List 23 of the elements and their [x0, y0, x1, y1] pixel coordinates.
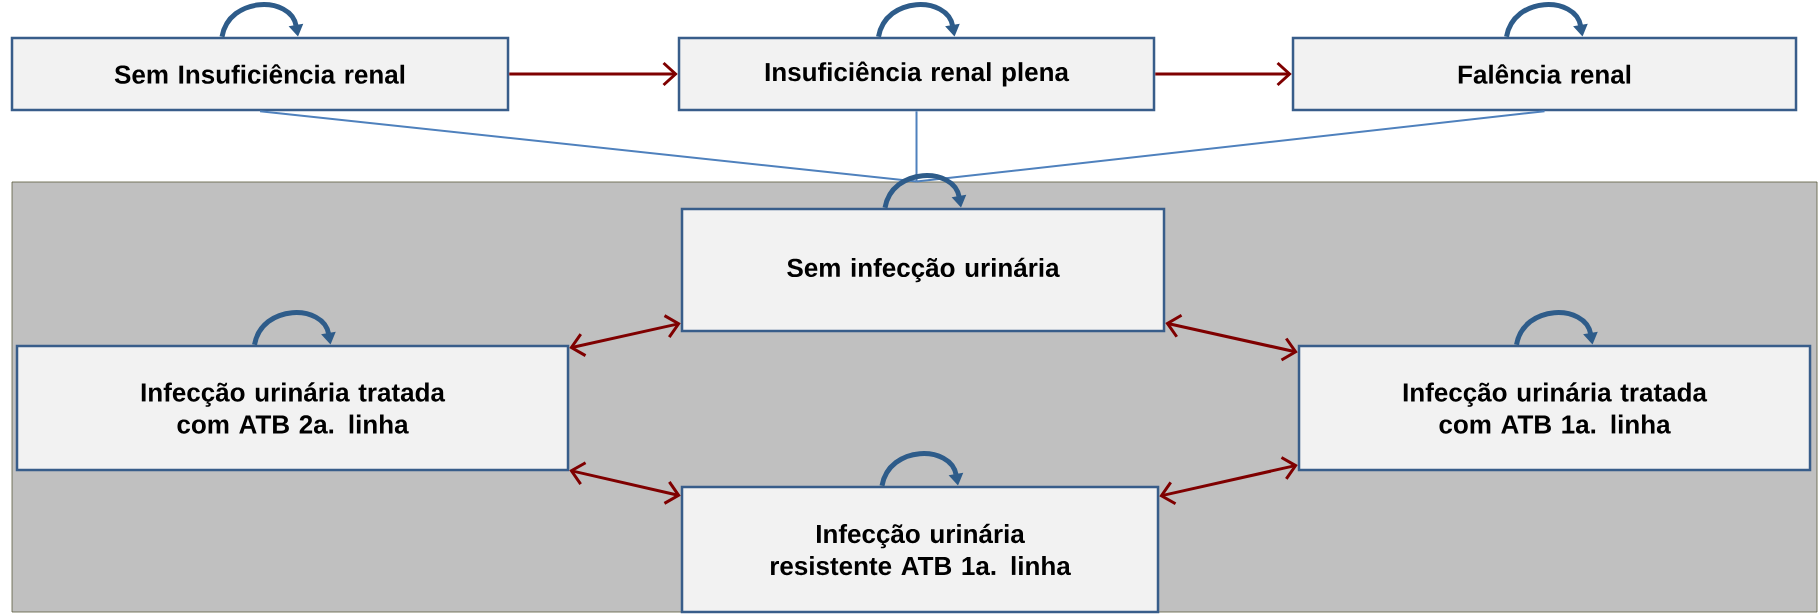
connector-line — [915, 110, 1546, 183]
arrow — [1159, 456, 1298, 506]
arrow — [509, 61, 678, 87]
connector-line — [915, 110, 918, 183]
loop-arrow — [1514, 310, 1598, 346]
process-box: Infecção urinária tratada com ATB 2a. linha — [15, 344, 570, 472]
loop-arrow — [879, 451, 964, 487]
arrow — [1165, 314, 1298, 362]
process-box: Infecção urinária resistente ATB 1a. linha — [680, 485, 1160, 614]
process-box: Insuficiência renal plena — [677, 36, 1156, 112]
arrow — [569, 461, 681, 505]
process-box: Sem Insuficiência renal — [10, 36, 510, 112]
loop-arrow — [876, 2, 960, 38]
arrow — [1155, 61, 1292, 87]
process-box: Infecção urinária tratada com ATB 1a. linha — [1297, 344, 1812, 472]
process-box: Sem infecção urinária — [680, 207, 1166, 333]
loop-arrow — [219, 2, 304, 38]
loop-arrow — [882, 173, 967, 209]
process-box: Falência renal — [1291, 36, 1798, 112]
connector-line — [259, 110, 918, 183]
loop-arrow — [1504, 2, 1588, 38]
arrow — [569, 314, 681, 357]
loop-arrow — [252, 310, 336, 346]
